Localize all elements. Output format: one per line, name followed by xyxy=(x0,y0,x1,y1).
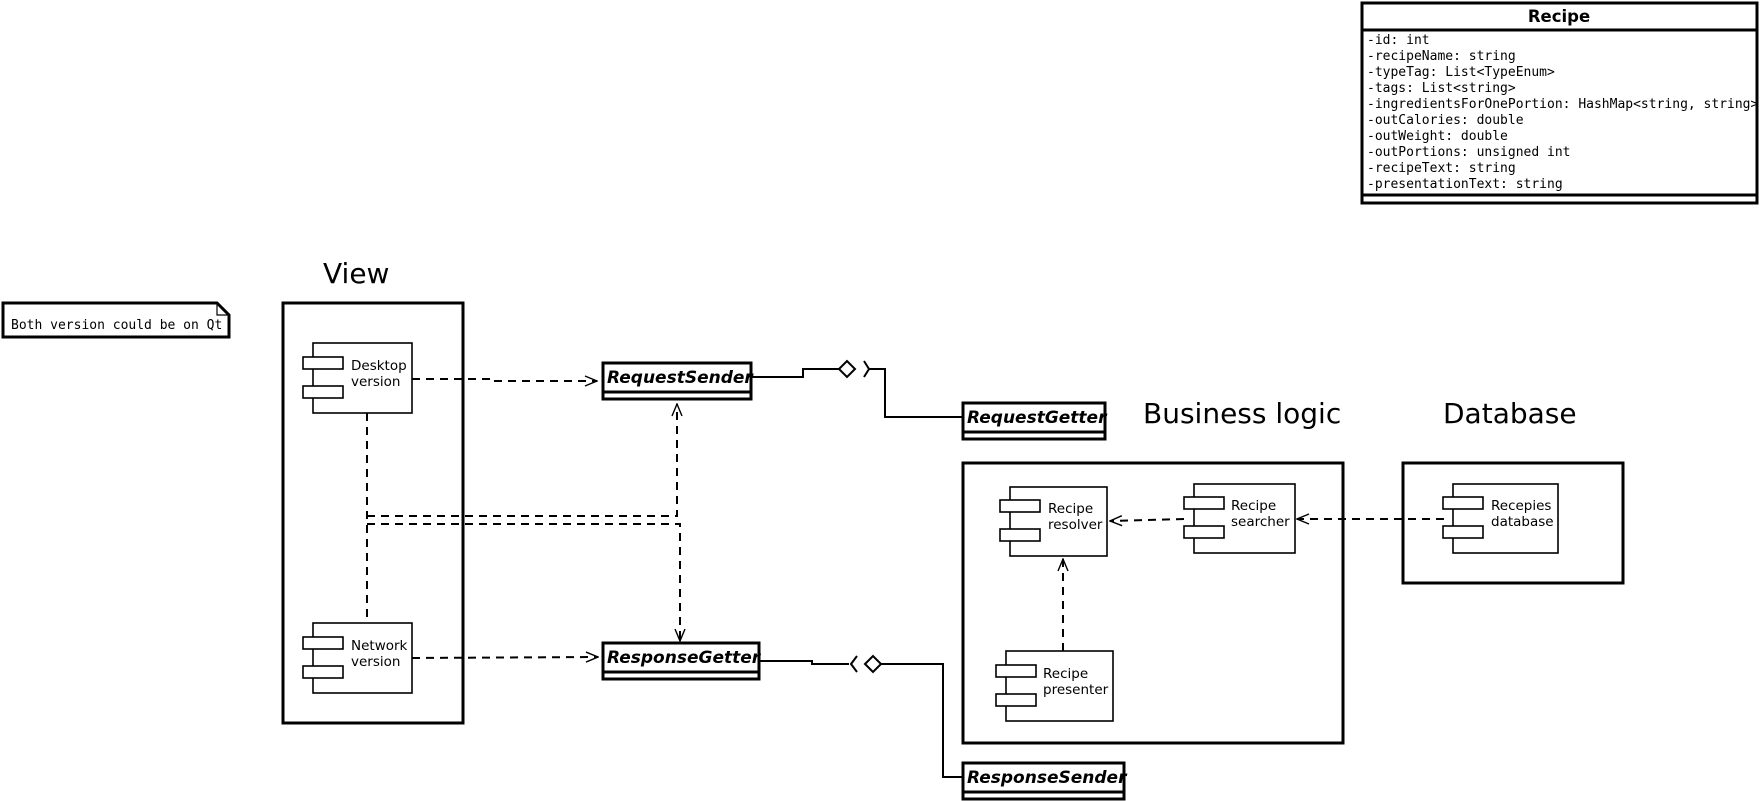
component-port-icon xyxy=(302,665,344,679)
recipe-attribute: -outWeight: double xyxy=(1367,129,1508,144)
component-port-icon xyxy=(999,499,1041,513)
connector-diamond xyxy=(837,359,857,379)
database-package[interactable] xyxy=(1401,461,1625,585)
component-label: Desktop xyxy=(351,358,407,374)
interface-label: ResponseGetter xyxy=(607,648,762,668)
recipe-attribute: -outCalories: double xyxy=(1367,113,1524,128)
response-getter-interface[interactable]: ResponseGetter xyxy=(601,641,762,681)
component-port-icon xyxy=(995,664,1037,678)
business-logic-package[interactable] xyxy=(961,461,1345,745)
connector-requestsender xyxy=(751,368,839,378)
recipe-attribute: -ingredientsForOnePortion: HashMap<strin… xyxy=(1367,97,1759,112)
component-port-icon xyxy=(1442,496,1484,510)
recipe-class-box xyxy=(1360,1,1759,205)
dependency-lines xyxy=(366,379,1444,658)
component-port-icon xyxy=(302,385,344,399)
connector-socket xyxy=(849,655,858,673)
component-port-icon xyxy=(1183,525,1225,539)
component-box xyxy=(1009,486,1108,557)
view-package[interactable] xyxy=(281,301,465,725)
database-package-label: Database xyxy=(1443,397,1577,430)
recipe-searcher-component[interactable]: Recipe searcher xyxy=(1183,483,1296,554)
network-version-component[interactable]: Network version xyxy=(302,622,413,694)
component-label: version xyxy=(351,374,400,390)
component-label: database xyxy=(1491,514,1554,530)
recipe-attribute: -id: int xyxy=(1367,33,1430,48)
component-port-icon xyxy=(995,693,1037,707)
component-port-icon xyxy=(1183,496,1225,510)
connector-diamond xyxy=(863,654,883,674)
request-sender-interface[interactable]: RequestSender xyxy=(601,361,754,401)
component-port-icon xyxy=(302,356,344,370)
component-label: searcher xyxy=(1231,514,1290,530)
component-box xyxy=(1193,483,1296,554)
connector-requestgetter xyxy=(869,368,963,418)
component-box xyxy=(1452,483,1559,554)
dependency-searcher-to-resolver xyxy=(1110,519,1185,521)
recipes-database-component[interactable]: Recepies database xyxy=(1442,483,1559,554)
component-box xyxy=(312,622,413,694)
dependency-view-to-requestsender xyxy=(367,404,677,517)
component-label: Recipe xyxy=(1043,666,1088,682)
interface-label: RequestSender xyxy=(607,368,754,388)
recipe-presenter-component[interactable]: Recipe presenter xyxy=(995,650,1114,722)
interface-connectors xyxy=(751,359,963,778)
component-label: Recipe xyxy=(1231,498,1276,514)
component-label: Network xyxy=(351,638,408,654)
recipe-attribute: -tags: List<string> xyxy=(1367,81,1516,96)
interface-label: RequestGetter xyxy=(967,408,1108,428)
interface-label: ResponseSender xyxy=(967,768,1128,788)
response-sender-interface[interactable]: ResponseSender xyxy=(961,761,1128,801)
note-fold xyxy=(216,303,229,316)
dependency-desktop-to-requestsender xyxy=(412,379,597,381)
connector-responsegetter xyxy=(759,660,849,665)
component-port-icon xyxy=(999,528,1041,542)
recipe-class-title: Recipe xyxy=(1528,7,1590,26)
recipe-resolver-component[interactable]: Recipe resolver xyxy=(999,486,1108,557)
recipe-class[interactable]: Recipe -id: int -recipeName: string -typ… xyxy=(1360,1,1759,205)
component-label: Recepies xyxy=(1491,498,1551,514)
connector-responsesender xyxy=(881,663,963,778)
recipe-attribute: -recipeName: string xyxy=(1367,49,1516,64)
component-label: presenter xyxy=(1043,682,1109,698)
component-label: version xyxy=(351,654,400,670)
recipe-attribute: -presentationText: string xyxy=(1367,177,1563,192)
business-logic-package-label: Business logic xyxy=(1143,397,1341,430)
connector-socket xyxy=(863,360,871,378)
component-port-icon xyxy=(302,636,344,650)
note-text: Both version could be on Qt xyxy=(11,318,222,333)
dependency-view-to-responsegetter xyxy=(367,523,680,641)
note[interactable]: Both version could be on Qt xyxy=(1,301,231,339)
component-box xyxy=(1005,650,1114,722)
component-box xyxy=(312,342,413,414)
recipe-attribute: -typeTag: List<TypeEnum> xyxy=(1367,65,1555,80)
desktop-version-component[interactable]: Desktop version xyxy=(302,342,413,414)
recipe-attribute: -recipeText: string xyxy=(1367,161,1516,176)
view-package-label: View xyxy=(323,257,389,290)
component-label: Recipe xyxy=(1048,501,1093,517)
request-getter-interface[interactable]: RequestGetter xyxy=(961,401,1108,441)
component-label: resolver xyxy=(1048,517,1103,533)
note-shape xyxy=(1,301,231,339)
recipe-attribute: -outPortions: unsigned int xyxy=(1367,145,1571,160)
dependency-network-to-responsegetter xyxy=(411,657,598,658)
component-port-icon xyxy=(1442,525,1484,539)
